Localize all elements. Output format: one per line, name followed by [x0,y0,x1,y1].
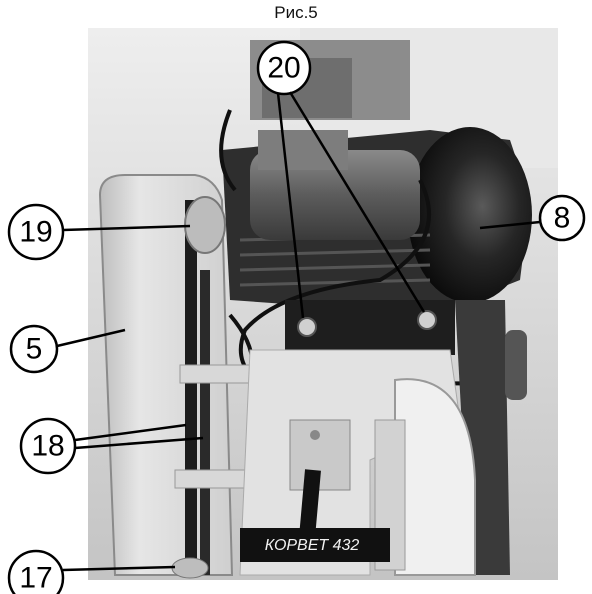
figure-caption: Рис.5 [274,3,318,22]
svg-text:17: 17 [19,562,52,594]
cross-bar-upper [179,364,261,384]
drive-belt [185,200,197,575]
callout-20: 20 [256,40,426,319]
svg-text:5: 5 [26,333,43,366]
callout-19: 19 [7,203,191,261]
svg-text:8: 8 [554,202,571,235]
svg-text:20: 20 [267,52,300,85]
svg-text:18: 18 [31,430,64,463]
clamp-handle [505,330,527,400]
mounting-nut-left [297,317,317,337]
motor-pulley [184,196,226,254]
brand-label [240,528,390,562]
wheel-guard [394,378,476,576]
lower-pulley [171,557,209,579]
brand-text: КОРВЕТ 432 [265,537,360,554]
bracket [289,419,351,491]
mounting-nut-right [417,310,437,330]
callout-18: 18 [19,417,204,475]
svg-text:19: 19 [19,216,52,249]
callout-5: 5 [9,324,126,374]
callout-8: 8 [479,194,586,242]
motor-end-cap [408,127,532,303]
callout-17: 17 [7,549,176,594]
